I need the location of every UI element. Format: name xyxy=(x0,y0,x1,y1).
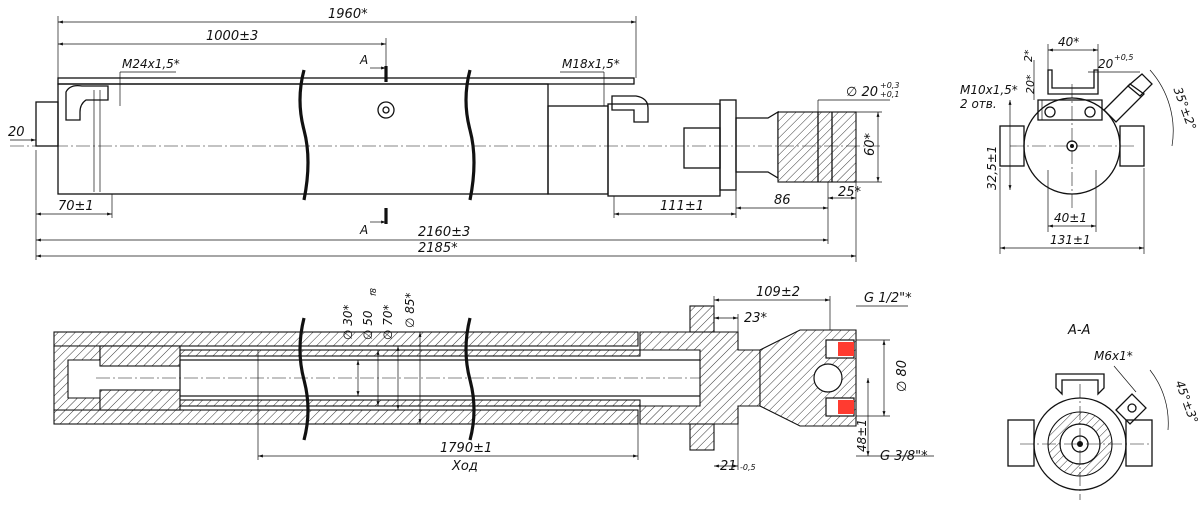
side-dim-40-bottom: 40±1 xyxy=(1054,211,1087,225)
section-d50: ∅ 50 xyxy=(361,310,375,340)
section-aa-angle: 45°±3° xyxy=(1172,378,1200,425)
dim-d20-tol-top: +0,3 xyxy=(880,81,899,90)
section-aa-title: A-A xyxy=(1067,323,1090,338)
side-dim-131: 131±1 xyxy=(1050,233,1091,247)
side-dim-20-sup: +0,5 xyxy=(1114,53,1133,62)
section-dim-109: 109±2 xyxy=(756,285,800,300)
top-view: 1960* 1000±3 M24x1,5* M18x1,5* A A 20 70… xyxy=(8,7,899,262)
section-dim-21-tol: -0,5 xyxy=(740,463,756,472)
side-angle: 35°±2° xyxy=(1171,85,1200,132)
section-aa-thread: M6x1* xyxy=(1094,349,1133,363)
side-dim-2: 2* xyxy=(1022,49,1035,62)
section-dim-23: 23* xyxy=(744,311,768,326)
dim-d20-tol-bot: +0,1 xyxy=(880,90,899,99)
dim-111: 111±1 xyxy=(660,199,704,214)
side-view: 40* 2* 20 +0,5 20* M10x1,5* 2 отв. 35°±2… xyxy=(960,35,1199,254)
port-top: G 1/2"* xyxy=(864,291,912,306)
side-dim-40: 40* xyxy=(1058,35,1079,49)
side-dim-20: 20 xyxy=(1098,57,1114,71)
section-dim-21: 21 xyxy=(720,459,737,474)
dim-d20: ∅ 20 xyxy=(846,85,878,100)
section-d30: ∅ 30* xyxy=(341,304,355,340)
stroke-label: Ход xyxy=(451,459,478,474)
section-mark-top: A xyxy=(359,53,368,67)
section-aa: A-A M6x1* 45°±3° xyxy=(1007,323,1200,500)
section-dim-1790: 1790±1 xyxy=(440,441,492,456)
side-thread: M10x1,5* xyxy=(960,83,1018,97)
thread-right-label: M18x1,5* xyxy=(562,57,620,71)
port-bottom: G 3/8"* xyxy=(880,449,928,464)
dim-2160: 2160±3 xyxy=(418,225,470,240)
dim-25: 25* xyxy=(838,185,862,200)
thread-left-label: M24x1,5* xyxy=(122,57,180,71)
section-d80: ∅ 80 xyxy=(895,360,910,392)
dim-2185: 2185* xyxy=(418,241,458,256)
side-dim-325: 32,5±1 xyxy=(985,146,999,190)
dim-86: 86 xyxy=(774,193,791,208)
section-d85: ∅ 85* xyxy=(403,292,417,328)
section-view: ∅ 30* ∅ 50 f8 ∅ 70* ∅ 85* 109±2 23* G 1/… xyxy=(53,285,934,474)
section-d70: ∅ 70* xyxy=(381,304,395,340)
section-d50-tol: f8 xyxy=(369,288,378,296)
dim-60: 60* xyxy=(863,132,878,156)
dim-1960: 1960* xyxy=(328,7,368,22)
section-mark-bottom: A xyxy=(359,223,368,237)
side-dim-20-small: 20* xyxy=(1024,74,1037,94)
dim-1000: 1000±3 xyxy=(206,29,258,44)
dim-20-left: 20 xyxy=(8,125,25,140)
side-thread-count: 2 отв. xyxy=(960,97,997,111)
section-dim-48: 48±1 xyxy=(855,419,869,452)
dim-70: 70±1 xyxy=(58,199,94,214)
